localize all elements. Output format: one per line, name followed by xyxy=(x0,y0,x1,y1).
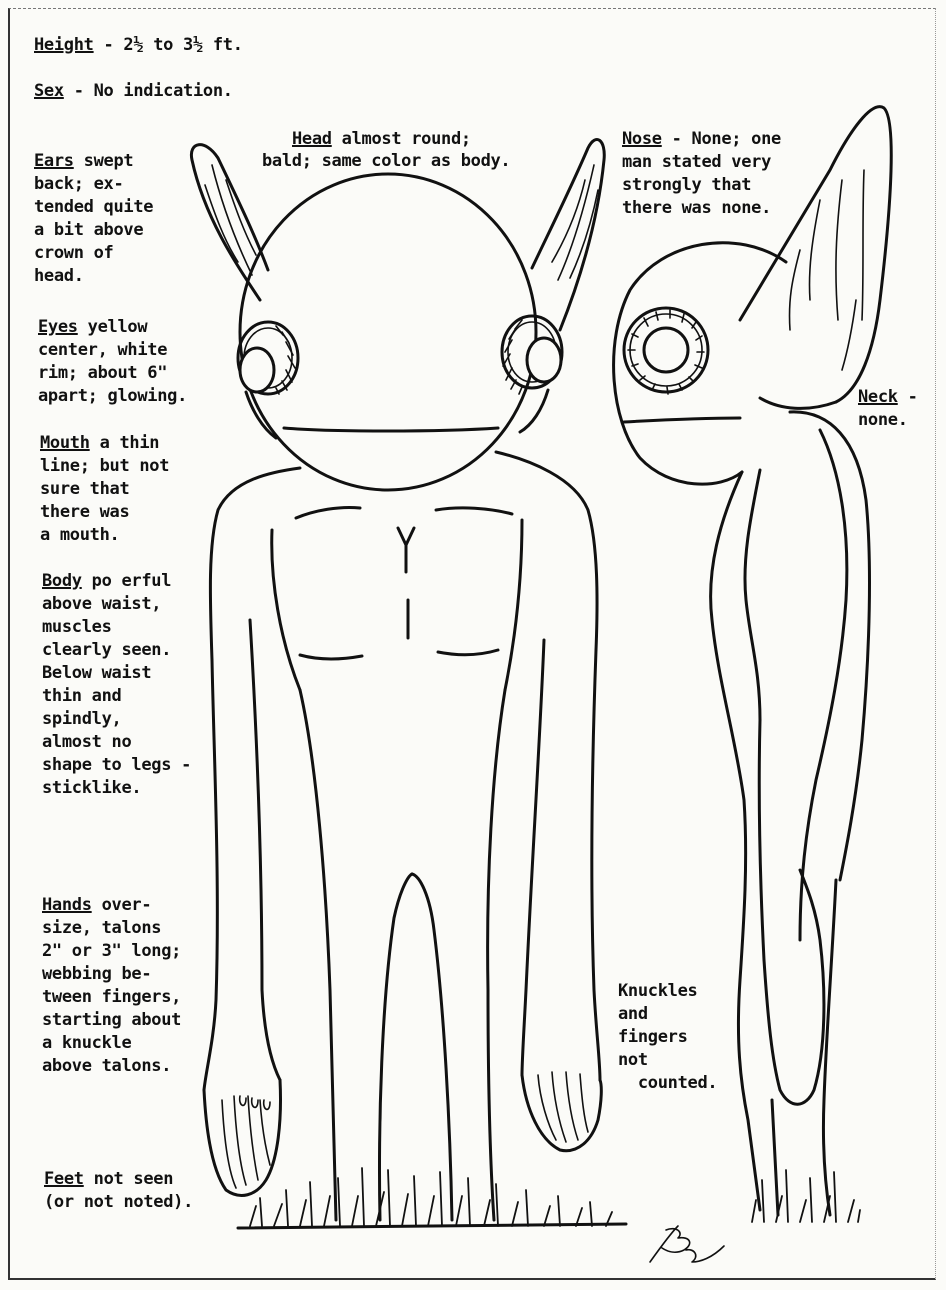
side-eye-center xyxy=(644,328,688,372)
side-ear-base xyxy=(760,398,836,408)
side-arm-front xyxy=(745,470,760,720)
side-ear xyxy=(740,107,891,402)
side-grass xyxy=(752,1170,860,1222)
front-view-figure xyxy=(191,139,626,1228)
front-right-shoulder xyxy=(496,452,597,650)
side-mouth-line xyxy=(624,418,740,422)
front-right-pec xyxy=(436,508,512,514)
signature-mark xyxy=(650,1226,724,1262)
front-head xyxy=(240,174,536,490)
front-ground-line xyxy=(238,1224,626,1228)
front-right-ear-inner xyxy=(552,165,598,280)
front-left-leg-outer xyxy=(300,690,336,1220)
front-left-arm-inner xyxy=(250,620,280,1080)
front-left-hand xyxy=(204,1080,280,1195)
side-chest xyxy=(711,472,760,1210)
front-left-talon-tips xyxy=(240,1096,270,1109)
side-arm-back xyxy=(800,430,847,940)
front-grass xyxy=(250,1168,612,1226)
front-right-arm-outer xyxy=(592,650,600,1080)
front-right-arm-inner xyxy=(522,640,544,1075)
front-left-waist xyxy=(272,530,300,690)
front-left-fingers xyxy=(222,1096,270,1188)
front-left-shoulder xyxy=(210,468,300,660)
side-leg-front xyxy=(772,1100,778,1215)
front-right-leg-outer xyxy=(488,690,505,1220)
front-right-fingers xyxy=(538,1072,588,1142)
front-left-arm-outer xyxy=(204,660,217,1090)
front-left-eye-center xyxy=(240,348,274,392)
side-forearm xyxy=(759,720,824,1104)
front-left-ab xyxy=(300,655,362,659)
side-leg-back xyxy=(823,880,836,1215)
front-mouth-line xyxy=(284,428,498,431)
front-right-ab xyxy=(438,650,498,655)
side-ear-inner xyxy=(789,170,864,370)
front-right-waist xyxy=(505,520,522,690)
front-right-eye-center xyxy=(527,338,561,382)
front-right-hand xyxy=(522,1075,601,1151)
front-left-leg-inner xyxy=(380,874,412,1220)
front-sternum-y xyxy=(398,528,414,572)
side-view-figure xyxy=(614,107,892,1222)
side-back xyxy=(790,412,869,880)
front-left-pec xyxy=(296,507,360,518)
front-right-leg-inner xyxy=(412,874,452,1220)
